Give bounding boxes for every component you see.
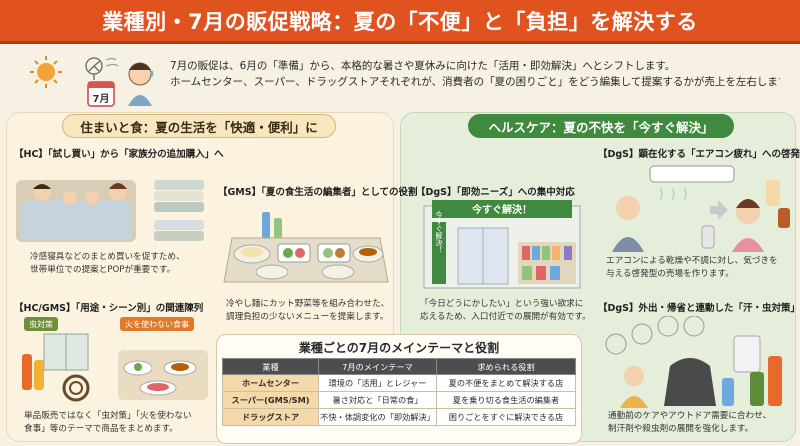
table-cell: 環境の「活用」とレジャー bbox=[318, 374, 437, 392]
calendar-label: 7月 bbox=[93, 93, 110, 105]
tent-icon bbox=[631, 323, 653, 345]
hcgms-caption: 単品販売ではなく「虫対策」「火を使わない 食事」等のテーマで商品をまとめます。 bbox=[24, 411, 192, 434]
gms-caption: 冷やし麺にカット野菜等を組み合わせた、 調理負担の少ないメニューを提案します。 bbox=[226, 299, 390, 322]
wind-icon bbox=[105, 57, 119, 67]
sun-icon bbox=[30, 56, 62, 88]
svg-text:今すぐ解決！: 今すぐ解決！ bbox=[471, 203, 532, 216]
table-cell: 夏を乗り切る食生活の編集者 bbox=[436, 391, 576, 409]
table-header-cell: 業種 bbox=[222, 358, 319, 375]
intro-line-2: ホームセンター、スーパー、ドラッグストアそれぞれが、消費者の「夏の困りごと」をど… bbox=[170, 76, 780, 88]
table-cell: 困りごとをすぐに解決できる店 bbox=[436, 408, 576, 426]
table-cell: 暑さ対応と「日常の食」 bbox=[318, 391, 437, 409]
svg-text:今すぐ解決！: 今すぐ解決！ bbox=[435, 210, 443, 253]
tired-person-icon bbox=[616, 196, 640, 220]
outdoor-travel-illustration bbox=[605, 316, 782, 408]
commuter-icon bbox=[624, 366, 644, 386]
dgs-out-title: 【DgS】外出・帰省と連動した「汗・虫対策」 bbox=[598, 303, 800, 314]
title-banner: 業種別・7月の販促戦略：夏の「不便」と「負担」を解決する bbox=[0, 0, 800, 44]
dgs-out-caption: 通勤前のケアやアウトドア需要に合わせ、 制汗剤や殺虫剤の展開を強化します。 bbox=[608, 411, 772, 434]
child-icon bbox=[85, 191, 99, 205]
table-row: ドラッグストア 不快・体調変化の「即効解決」 困りごとをすぐに解決できる店 bbox=[222, 408, 576, 426]
hc-caption: 冷感寝具などのまとめ買いを促すため、 世帯単位での提案とPOPが重要です。 bbox=[30, 252, 185, 275]
travel-bag-icon bbox=[664, 358, 716, 406]
tag-bug-control: 虫対策 bbox=[24, 317, 58, 331]
intro-line-1: 7月の販促は、6月の「準備」から、本格的な暑さや夏休みに向けた「活用・即効解決」… bbox=[170, 60, 676, 72]
supplement-bottle-icon bbox=[766, 180, 780, 206]
family-bedding-illustration bbox=[16, 180, 204, 242]
folded-bedding-stack-icon bbox=[154, 180, 204, 241]
table-cell: スーパー(GMS/SM) bbox=[222, 391, 319, 409]
train-icon bbox=[605, 333, 627, 355]
table-row: スーパー(GMS/SM) 暑さ対応と「日常の食」 夏を乗り切る食生活の編集者 bbox=[222, 391, 576, 409]
themed-display-illustration bbox=[22, 333, 208, 402]
store-entrance-illustration: 今すぐ解決！ 今すぐ解決！ bbox=[423, 200, 581, 289]
theme-table: 業種 7月のメインテーマ 求められる役割 ホームセンター 環境の「活用」とレジャ… bbox=[222, 358, 576, 426]
sweating-person-icon bbox=[128, 62, 154, 106]
air-conditioner-icon bbox=[649, 165, 735, 183]
summer-meal-display-illustration bbox=[223, 212, 389, 283]
mosquito-coil-icon bbox=[62, 374, 90, 402]
tag-no-fire-meal: 火を使わない食事 bbox=[120, 317, 194, 331]
house-icon bbox=[657, 316, 679, 337]
hcgms-title: 【HC/GMS】「用途・シーン別」の関連陳列 bbox=[14, 303, 204, 314]
vertical-banner bbox=[432, 222, 446, 284]
child-icon bbox=[63, 191, 77, 205]
ac-fatigue-illustration bbox=[612, 165, 790, 252]
arrow-right-icon bbox=[710, 200, 728, 220]
table-cell: 夏の不便をまとめて解決する店 bbox=[436, 374, 576, 392]
cut-vegetable-pack-icon bbox=[317, 243, 351, 263]
dgs-ac-title: 【DgS】顕在化する「エアコン疲れ」への啓発 bbox=[598, 149, 800, 160]
table-header-row: 業種 7月のメインテーマ 求められる役割 bbox=[222, 358, 576, 375]
intro-text: 7月の販促は、6月の「準備」から、本格的な暑さや夏休みに向けた「活用・即効解決」… bbox=[170, 58, 780, 90]
insect-repellent-spray-icon bbox=[750, 372, 764, 406]
gms-title: 【GMS】「夏の食生活の編集者」としての役割 bbox=[218, 187, 418, 198]
insect-spray-icon bbox=[22, 354, 32, 390]
tree-icon bbox=[683, 316, 705, 337]
table-header-cell: 7月のメインテーマ bbox=[318, 358, 437, 375]
table-cell: ホームセンター bbox=[222, 374, 319, 392]
table-header-cell: 求められる役割 bbox=[436, 358, 576, 375]
dgs-ac-caption: エアコンによる乾燥や不調に対し、気づきを 与える啓発型の売場を作ります。 bbox=[606, 256, 778, 279]
hc-title: 【HC】「試し買い」から「家族分の追加購入」へ bbox=[14, 149, 224, 160]
page-title: 業種別・7月の販促戦略：夏の「不便」と「負担」を解決する bbox=[102, 9, 698, 34]
dgs-need-title: 【DgS】「即効ニーズ」への集中対応 bbox=[416, 187, 575, 198]
table-row: ホームセンター 環境の「活用」とレジャー 夏の不便をまとめて解決する店 bbox=[222, 374, 576, 392]
table-cell: ドラッグストア bbox=[222, 408, 319, 426]
dgs-need-caption: 「今日どうにかしたい」という強い欲求に 応えるため、入口付近での展開が有効です。 bbox=[420, 299, 591, 322]
theme-table-title: 業種ごとの7月のメインテーマと役割 bbox=[298, 341, 500, 355]
summer-heat-illustration: 7月 bbox=[30, 56, 154, 107]
left-section-heading: 住まいと食：夏の生活を「快適・便利」に bbox=[62, 114, 336, 138]
bottle-icon bbox=[262, 212, 270, 238]
table-cell: 不快・体調変化の「即効解決」 bbox=[318, 408, 437, 426]
calendar-icon bbox=[87, 81, 115, 107]
right-section-heading: ヘルスケア：夏の不快を「今すぐ解決」 bbox=[468, 114, 734, 138]
quick-solution-sign bbox=[432, 200, 572, 218]
fan-icon bbox=[85, 57, 103, 80]
deodorant-box-icon bbox=[733, 335, 761, 373]
